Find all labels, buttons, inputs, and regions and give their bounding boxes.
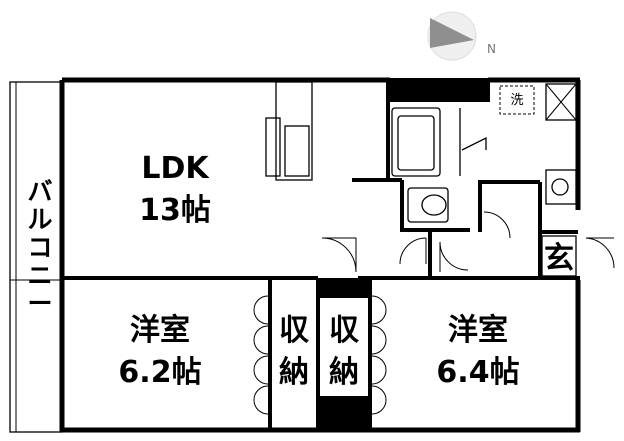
kitchen-stove — [265, 117, 281, 177]
compass-needle — [430, 18, 474, 48]
kitchen-sink — [284, 125, 310, 177]
wall-pillar-top — [388, 78, 490, 102]
entrance-label: 玄 — [544, 241, 574, 276]
balcony: バ ル コ ニ ー — [9, 81, 63, 433]
kitchen — [265, 81, 313, 181]
compass: N — [427, 11, 496, 61]
toilet — [407, 187, 449, 223]
closet-doors — [253, 295, 387, 415]
balcony-char-3: コ — [27, 233, 52, 262]
western-left-name: 洋室 — [130, 313, 190, 348]
bathtub-inner — [397, 115, 435, 171]
washer-label: 洗 — [510, 93, 523, 108]
storage-pillar — [316, 396, 370, 432]
balcony-char-5: ー — [27, 289, 52, 318]
washer-box — [499, 85, 535, 115]
wash-basin — [545, 169, 577, 205]
shaft-box — [545, 83, 577, 121]
storage-pillar-top — [316, 278, 370, 298]
doors — [321, 211, 615, 273]
bathtub — [391, 107, 441, 177]
balcony-char-1: バ — [27, 177, 52, 206]
balcony-char-2: ル — [27, 205, 52, 234]
storage-right-char2: 納 — [329, 355, 359, 390]
washer-space: 洗 — [499, 83, 577, 121]
bathroom — [391, 107, 487, 177]
entrance: 玄 — [541, 235, 577, 277]
western-right-size: 6.4帖 — [436, 355, 519, 390]
compass-north-label: N — [487, 42, 496, 56]
western-left-size: 6.2帖 — [118, 355, 201, 390]
ldk-size: 13帖 — [139, 193, 211, 228]
storage-left-char1: 収 — [279, 313, 310, 348]
kitchen-counter — [275, 81, 313, 181]
windows — [59, 130, 581, 400]
western-right-name: 洋室 — [448, 313, 508, 348]
storage-right-char1: 収 — [329, 313, 360, 348]
entrance-box — [541, 235, 577, 277]
ldk-name: LDK — [141, 151, 210, 186]
storage-left-char2: 納 — [279, 355, 309, 390]
balcony-char-4: ニ — [27, 261, 52, 290]
